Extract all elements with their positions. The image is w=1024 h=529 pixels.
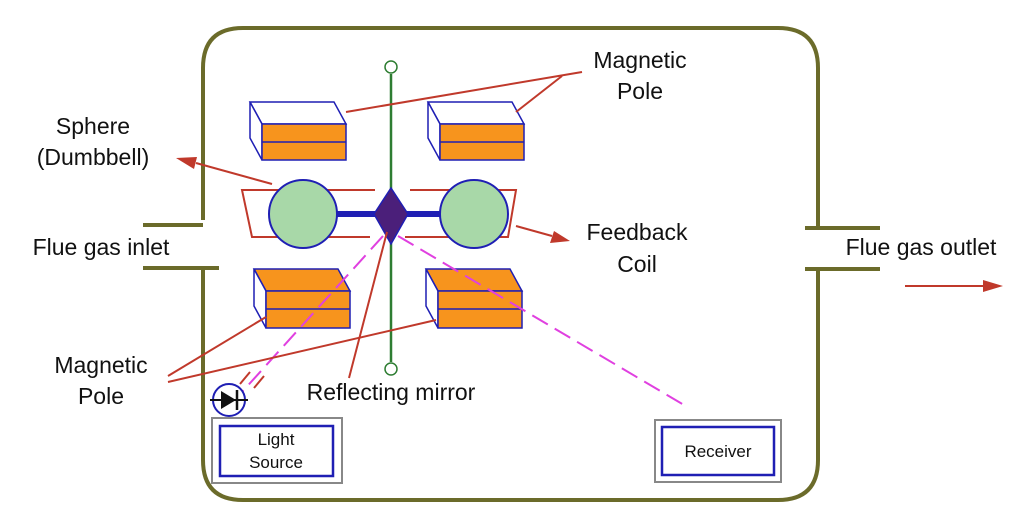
flue-gas-inlet-pipe xyxy=(143,223,219,270)
magnetic-pole-bottom-label-2: Pole xyxy=(78,383,124,409)
reflecting-mirror xyxy=(373,186,409,246)
reflected-light-beam xyxy=(397,235,685,406)
reflecting-mirror-leader xyxy=(348,231,388,379)
flue-gas-inlet-label: Flue gas inlet xyxy=(33,234,170,260)
feedback-coil-leader xyxy=(515,225,570,243)
sphere-label: Sphere xyxy=(56,113,130,139)
light-emitter-diode-icon xyxy=(210,383,248,417)
magnetic-pole-top-label-2: Pole xyxy=(617,78,663,104)
magnetic-pole-bottom-left xyxy=(252,268,352,329)
incident-light-beam xyxy=(241,235,384,393)
feedback-coil-label: Feedback xyxy=(586,219,688,245)
magnetic-pole-top-right xyxy=(426,101,526,161)
measurement-chamber xyxy=(201,26,820,502)
magnetic-pole-top-left xyxy=(248,101,348,161)
receiver-label: Receiver xyxy=(684,442,751,461)
feedback-coil-label-2: Coil xyxy=(617,251,657,277)
magnetic-pole-top-label: Magnetic xyxy=(593,47,686,73)
receiver-box xyxy=(654,419,782,483)
flue-gas-outlet-label: Flue gas outlet xyxy=(846,234,997,260)
reflecting-mirror-label: Reflecting mirror xyxy=(307,379,476,405)
light-source-label-2: Source xyxy=(249,453,303,472)
magnetic-pole-bottom-label: Magnetic xyxy=(54,352,147,378)
magnetic-pole-top-leader xyxy=(345,71,583,113)
sphere-label-2: (Dumbbell) xyxy=(37,144,149,170)
sphere-leader xyxy=(176,157,273,185)
outlet-flow-arrow xyxy=(905,280,1003,292)
light-emission-mark-1 xyxy=(239,371,251,385)
dumbbell-sphere-left xyxy=(268,179,338,249)
flue-gas-outlet-pipe xyxy=(805,226,880,271)
dumbbell-sphere-right xyxy=(439,179,509,249)
light-emission-mark-2 xyxy=(253,375,265,389)
magnetic-pole-bottom-right xyxy=(424,268,524,329)
magnetic-pole-bottom-leader xyxy=(167,316,437,383)
light-source-box xyxy=(211,417,343,484)
light-source-label: Light xyxy=(258,430,295,449)
